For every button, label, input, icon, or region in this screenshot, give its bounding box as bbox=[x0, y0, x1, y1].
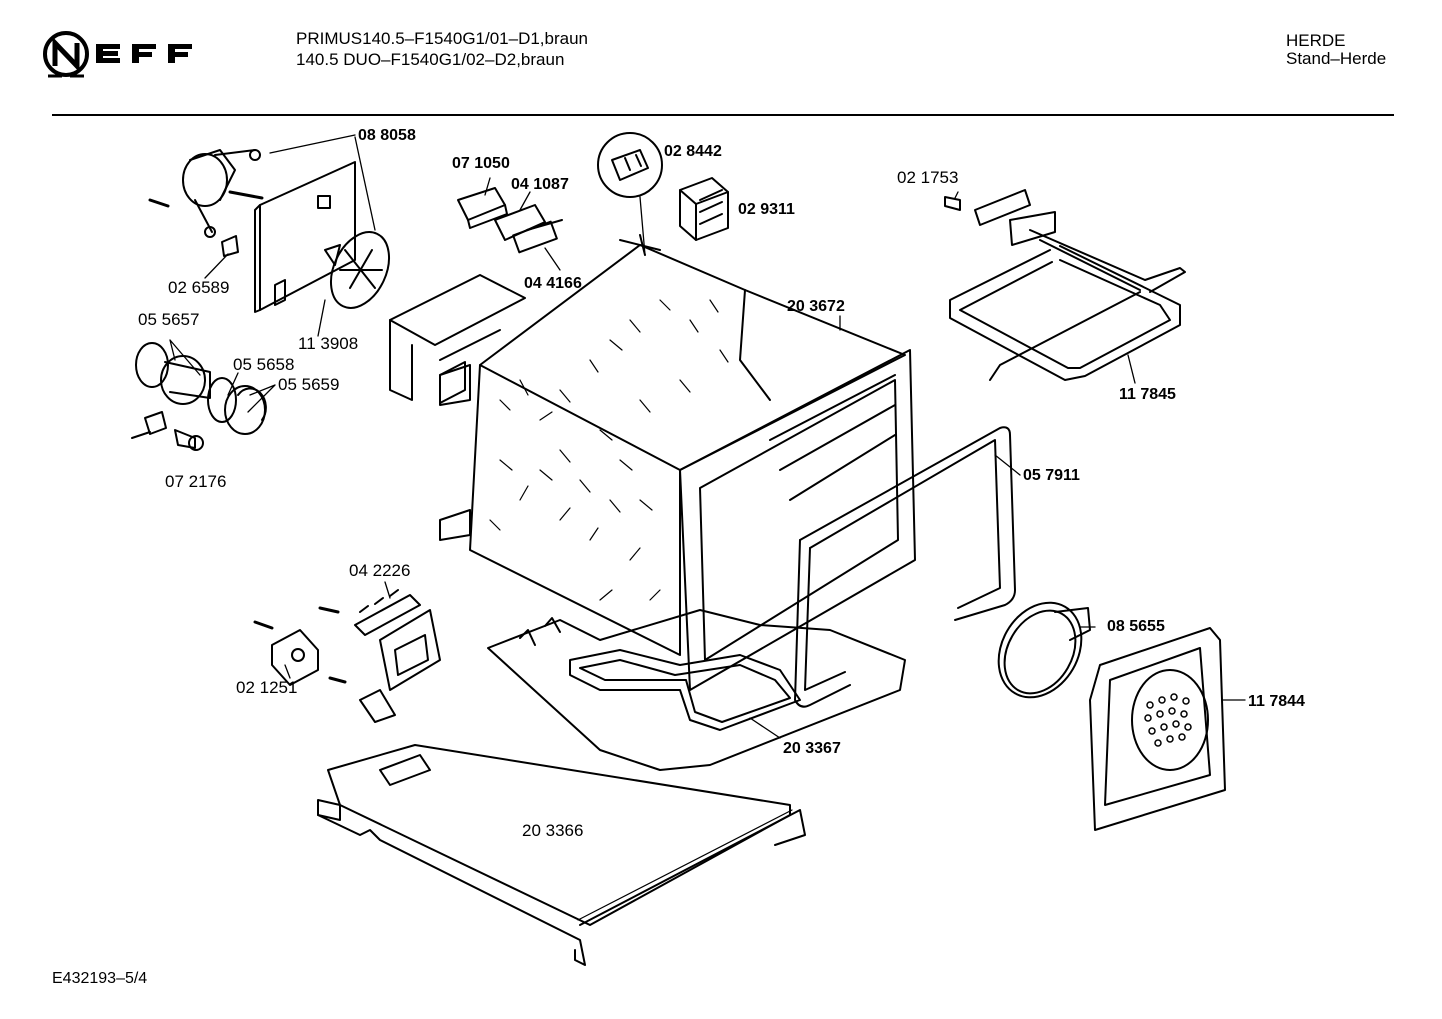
part-label: 07 1050 bbox=[452, 155, 510, 172]
part-label: 02 1251 bbox=[236, 678, 298, 697]
part-label: 02 8442 bbox=[664, 143, 722, 160]
relay-block bbox=[679, 177, 729, 241]
grill-heating-element bbox=[944, 189, 1186, 381]
part-label: 04 4166 bbox=[524, 275, 582, 292]
insulation-texture bbox=[489, 299, 729, 601]
circular-heating-element bbox=[997, 601, 1091, 699]
bottom-tray bbox=[317, 744, 806, 966]
part-label: 20 3366 bbox=[522, 821, 584, 840]
header-divider bbox=[52, 114, 1394, 116]
footer-code: E432193–5/4 bbox=[52, 970, 148, 987]
fan-cover bbox=[1089, 627, 1226, 831]
connector-parts bbox=[457, 187, 563, 254]
leader-lines bbox=[169, 134, 1246, 739]
part-label: 02 6589 bbox=[168, 278, 230, 297]
part-label: 11 3908 bbox=[298, 334, 359, 353]
subcategory: Stand–Herde bbox=[1286, 49, 1387, 68]
neff-logo bbox=[40, 30, 240, 82]
part-label: 05 5657 bbox=[138, 310, 200, 329]
bottom-heating-plate bbox=[487, 609, 906, 771]
oven-cavity bbox=[439, 234, 916, 691]
part-label: 20 3672 bbox=[787, 298, 845, 315]
model-line-1: PRIMUS140.5–F1540G1/01–D1,braun bbox=[296, 29, 589, 48]
part-label: 05 7911 bbox=[1023, 467, 1080, 484]
side-bracket bbox=[389, 274, 526, 404]
part-label: 02 9311 bbox=[738, 201, 795, 218]
neff-logo-icon bbox=[43, 31, 192, 78]
door-gasket bbox=[794, 426, 1016, 708]
part-label: 08 8058 bbox=[358, 127, 416, 144]
part-label: 05 5658 bbox=[233, 355, 295, 374]
model-line-2: 140.5 DUO–F1540G1/02–D2,braun bbox=[296, 50, 565, 69]
part-label: 04 1087 bbox=[511, 176, 569, 193]
lamp-assembly bbox=[131, 342, 267, 451]
part-label: 05 5659 bbox=[278, 375, 340, 394]
thermostat-detail bbox=[597, 132, 663, 198]
part-label: 04 2226 bbox=[349, 561, 411, 580]
switch-assembly bbox=[253, 589, 441, 723]
part-label: 08 5655 bbox=[1107, 618, 1165, 635]
part-label: 07 2176 bbox=[165, 472, 227, 491]
category: HERDE bbox=[1286, 31, 1346, 50]
part-label: 02 1753 bbox=[897, 168, 959, 187]
fan-motor-assembly bbox=[148, 149, 391, 313]
part-label: 11 7844 bbox=[1248, 693, 1305, 710]
part-label: 20 3367 bbox=[783, 740, 841, 757]
part-label: 11 7845 bbox=[1119, 386, 1176, 403]
